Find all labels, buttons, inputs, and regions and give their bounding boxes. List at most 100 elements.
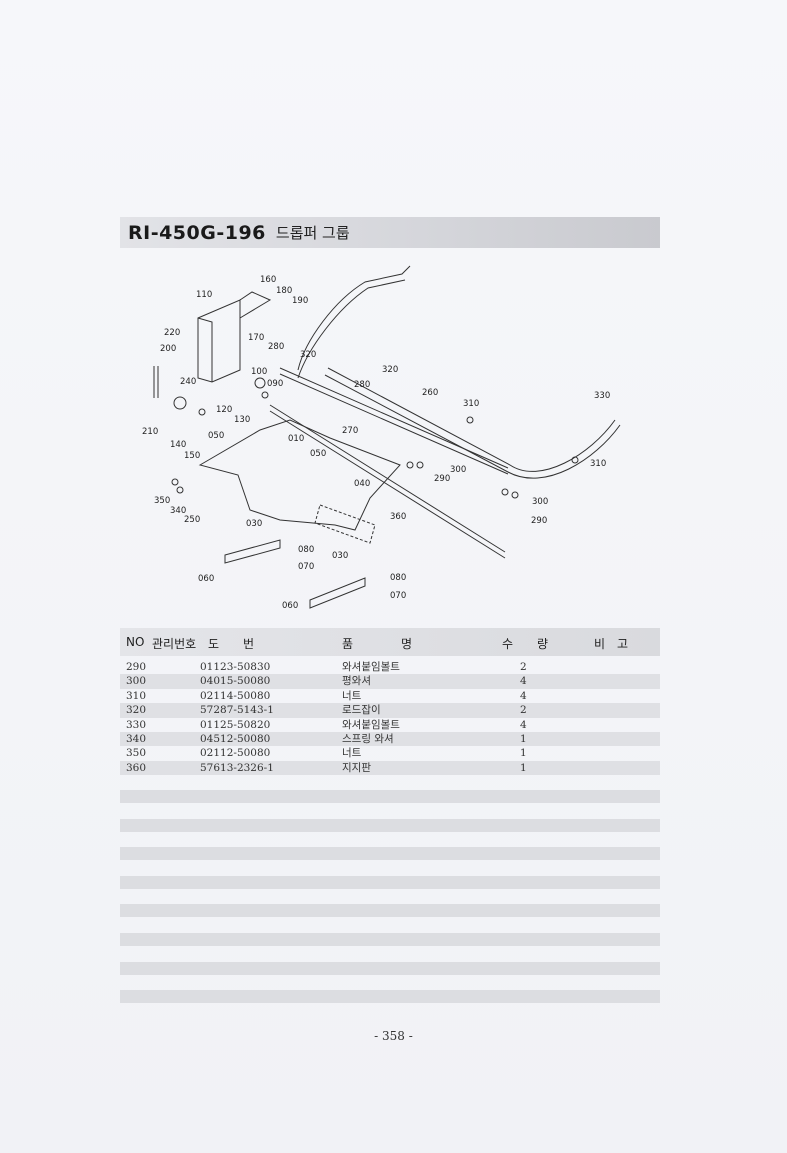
cover-box-shape <box>197 299 241 383</box>
part-callouts: 160 180 190 110 220 200 170 280 320 320 … <box>142 275 610 611</box>
callout-label: 060 <box>198 574 214 584</box>
row-no: 330 <box>126 718 147 731</box>
callout-label: 290 <box>531 516 547 526</box>
row-drawing: 57287-5143-1 <box>200 704 274 717</box>
row-drawing: 04015-50080 <box>200 675 271 688</box>
callout-label: 030 <box>332 551 348 561</box>
row-qty: 1 <box>520 732 527 745</box>
row-name: 평와셔 <box>342 675 371 688</box>
callout-label: 290 <box>434 474 450 484</box>
row-qty: 1 <box>520 747 527 760</box>
callout-label: 260 <box>422 388 438 398</box>
row-qty: 4 <box>520 718 527 731</box>
row-qty: 2 <box>520 704 527 717</box>
callout-label: 130 <box>234 415 250 425</box>
row-no: 290 <box>126 661 147 673</box>
table-row: 320 57287-5143-1 로드잡이 2 <box>120 703 660 718</box>
row-no: 300 <box>126 675 147 688</box>
row-qty: 4 <box>520 689 527 702</box>
callout-label: 320 <box>300 350 316 360</box>
callout-label: 210 <box>142 427 158 437</box>
empty-row <box>120 932 660 946</box>
callout-label: 150 <box>184 451 200 461</box>
callout-label: 190 <box>292 296 308 306</box>
row-drawing: 04512-50080 <box>200 732 271 745</box>
table-row: 360 57613-2326-1 지지판 1 <box>120 760 660 776</box>
foot-shape <box>224 539 281 564</box>
group-name: 드롭퍼 그룹 <box>275 224 350 242</box>
callout-label: 180 <box>276 286 292 296</box>
page-number: - 358 - <box>374 1029 413 1043</box>
row-drawing: 02112-50080 <box>200 747 271 760</box>
section-title-bar: RI-450G-196 드롭퍼 그룹 <box>120 217 660 248</box>
callout-label: 040 <box>354 479 370 489</box>
callout-label: 330 <box>594 391 610 401</box>
empty-row <box>120 875 660 889</box>
row-name: 와셔붙임볼트 <box>342 718 400 731</box>
empty-row <box>120 818 660 832</box>
row-qty: 4 <box>520 675 527 688</box>
row-name: 로드잡이 <box>342 704 381 717</box>
handle-rod-shape <box>297 265 411 379</box>
callout-label: 200 <box>160 344 176 354</box>
callout-label: 240 <box>180 377 196 387</box>
parts-table-header: NO 관리번호 도 번 품 명 수 량 비 고 <box>120 628 660 656</box>
callout-label: 030 <box>246 519 262 529</box>
col-drawing: 도 번 <box>208 637 255 651</box>
row-no: 320 <box>126 704 147 717</box>
row-drawing: 01125-50820 <box>200 718 271 731</box>
callout-label: 350 <box>154 496 170 506</box>
callout-label: 010 <box>288 434 304 444</box>
col-name: 품 명 <box>342 637 413 651</box>
callout-label: 250 <box>184 515 200 525</box>
frame-rod-shape <box>324 367 621 479</box>
table-row: 350 02112-50080 너트 1 <box>120 746 660 760</box>
row-drawing: 02114-50080 <box>200 689 271 702</box>
callout-label: 310 <box>463 399 479 409</box>
callout-label: 280 <box>268 342 284 352</box>
callout-label: 050 <box>310 449 326 459</box>
callout-label: 070 <box>390 591 406 601</box>
callout-label: 050 <box>208 431 224 441</box>
callout-label: 080 <box>298 545 314 555</box>
parts-table-body: 290 01123-50830 와셔붙임볼트 2 300 04015-50080… <box>120 660 660 776</box>
empty-row <box>120 990 660 1004</box>
row-name: 와셔붙임볼트 <box>342 661 400 673</box>
callout-label: 090 <box>267 379 283 389</box>
spring-shape <box>153 366 159 398</box>
callout-label: 110 <box>196 290 212 300</box>
table-row: 340 04512-50080 스프링 와셔 1 <box>120 731 660 747</box>
row-drawing: 57613-2326-1 <box>200 761 274 774</box>
long-rod-shape <box>269 404 506 559</box>
bracket-shape <box>314 504 376 544</box>
empty-row <box>120 847 660 861</box>
callout-label: 280 <box>354 380 370 390</box>
callout-label: 300 <box>532 497 548 507</box>
empty-row <box>120 961 660 975</box>
table-row: 300 04015-50080 평와셔 4 <box>120 674 660 689</box>
callout-label: 310 <box>590 459 606 469</box>
callout-label: 100 <box>251 367 267 377</box>
callout-label: 060 <box>282 601 298 611</box>
callout-label: 170 <box>248 333 264 343</box>
exploded-parts-diagram: 160 180 190 110 220 200 170 280 320 320 … <box>120 260 660 620</box>
callout-label: 120 <box>216 405 232 415</box>
callout-label: 220 <box>164 328 180 338</box>
callout-label: 080 <box>390 573 406 583</box>
col-mgmt: 관리번호 <box>152 637 197 651</box>
callout-label: 140 <box>170 440 186 450</box>
empty-row <box>120 790 660 803</box>
col-qty: 수 량 <box>502 637 549 651</box>
callout-label: 160 <box>260 275 276 285</box>
row-qty: 1 <box>520 761 527 774</box>
row-no: 360 <box>126 761 147 774</box>
callout-label: 360 <box>390 512 406 522</box>
row-name: 너트 <box>342 689 362 702</box>
empty-table-rows <box>120 790 660 1019</box>
parts-drawing: 160 180 190 110 220 200 170 280 320 320 … <box>142 265 621 611</box>
table-row: 310 02114-50080 너트 4 <box>120 689 660 703</box>
row-name: 너트 <box>342 747 362 760</box>
row-qty: 2 <box>520 661 527 673</box>
support-plate-shape <box>198 419 401 531</box>
